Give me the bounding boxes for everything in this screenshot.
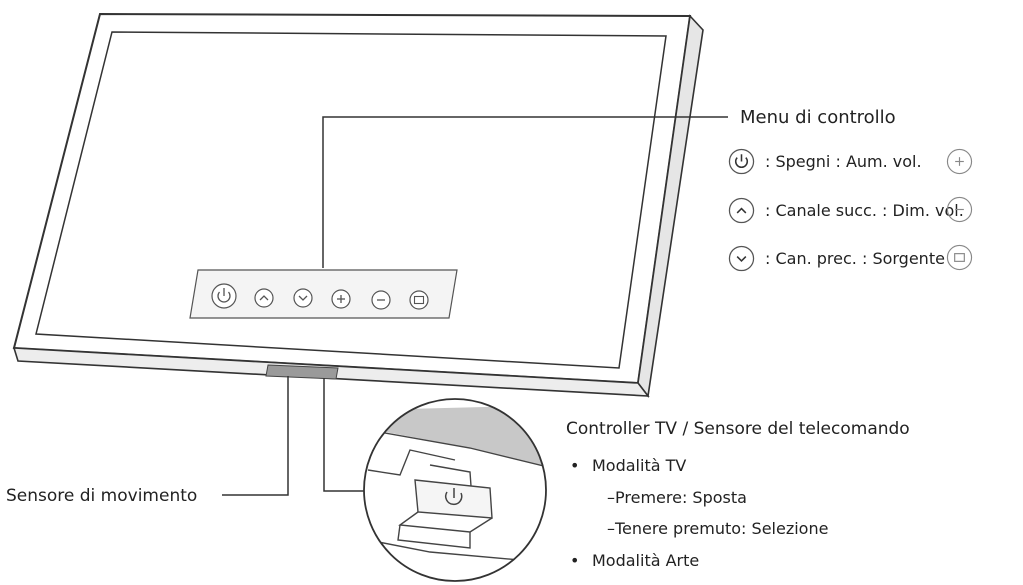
panel-power-button [211, 283, 237, 309]
tv-mode-item-press-text: Premere: Sposta [615, 488, 747, 507]
motion-sensor-leader [222, 376, 289, 496]
control-menu-leader [322, 116, 728, 268]
sensor-strip [265, 364, 339, 380]
volume-down-icon [946, 196, 973, 223]
control-panel [189, 269, 458, 319]
tv-mode-item-press: –Premere: Sposta [607, 488, 747, 507]
menu-row-channel-up: : Canale succ. : Dim. vol. [728, 195, 964, 225]
menu-row-channel-down: : Can. prec. : Sorgente [728, 243, 945, 273]
panel-source-button [409, 290, 429, 310]
menu-row-channel-up-label: : Canale succ. : Dim. vol. [765, 200, 964, 220]
menu-row-channel-down-label: : Can. prec. : Sorgente [765, 248, 945, 268]
tv-screen [35, 31, 667, 369]
panel-minus-button [371, 290, 391, 310]
source-icon [946, 244, 973, 271]
power-icon [728, 148, 755, 174]
tv-mode-item-hold: –Tenere premuto: Selezione [607, 519, 829, 538]
tv-mode-label: Modalità TV [570, 456, 686, 475]
menu-row-power: : Spegni : Aum. vol. [728, 146, 922, 176]
panel-plus-button [331, 289, 351, 309]
controller-title: Controller TV / Sensore del telecomando [566, 419, 910, 439]
controller-zoom-inset [364, 399, 546, 581]
tv-mode-item-hold-text: Tenere premuto: Selezione [615, 519, 829, 538]
panel-down-button [293, 288, 313, 308]
motion-sensor-label: Sensore di movimento [6, 486, 198, 506]
control-menu-title: Menu di controllo [740, 107, 896, 128]
controller-power-icon [444, 488, 463, 506]
volume-up-icon [946, 148, 973, 175]
menu-row-power-label: : Spegni : Aum. vol. [765, 151, 922, 171]
art-mode-label: Modalità Arte [570, 551, 699, 570]
chevron-up-icon [728, 197, 755, 223]
chevron-down-icon [728, 245, 755, 271]
panel-up-button [254, 288, 274, 308]
